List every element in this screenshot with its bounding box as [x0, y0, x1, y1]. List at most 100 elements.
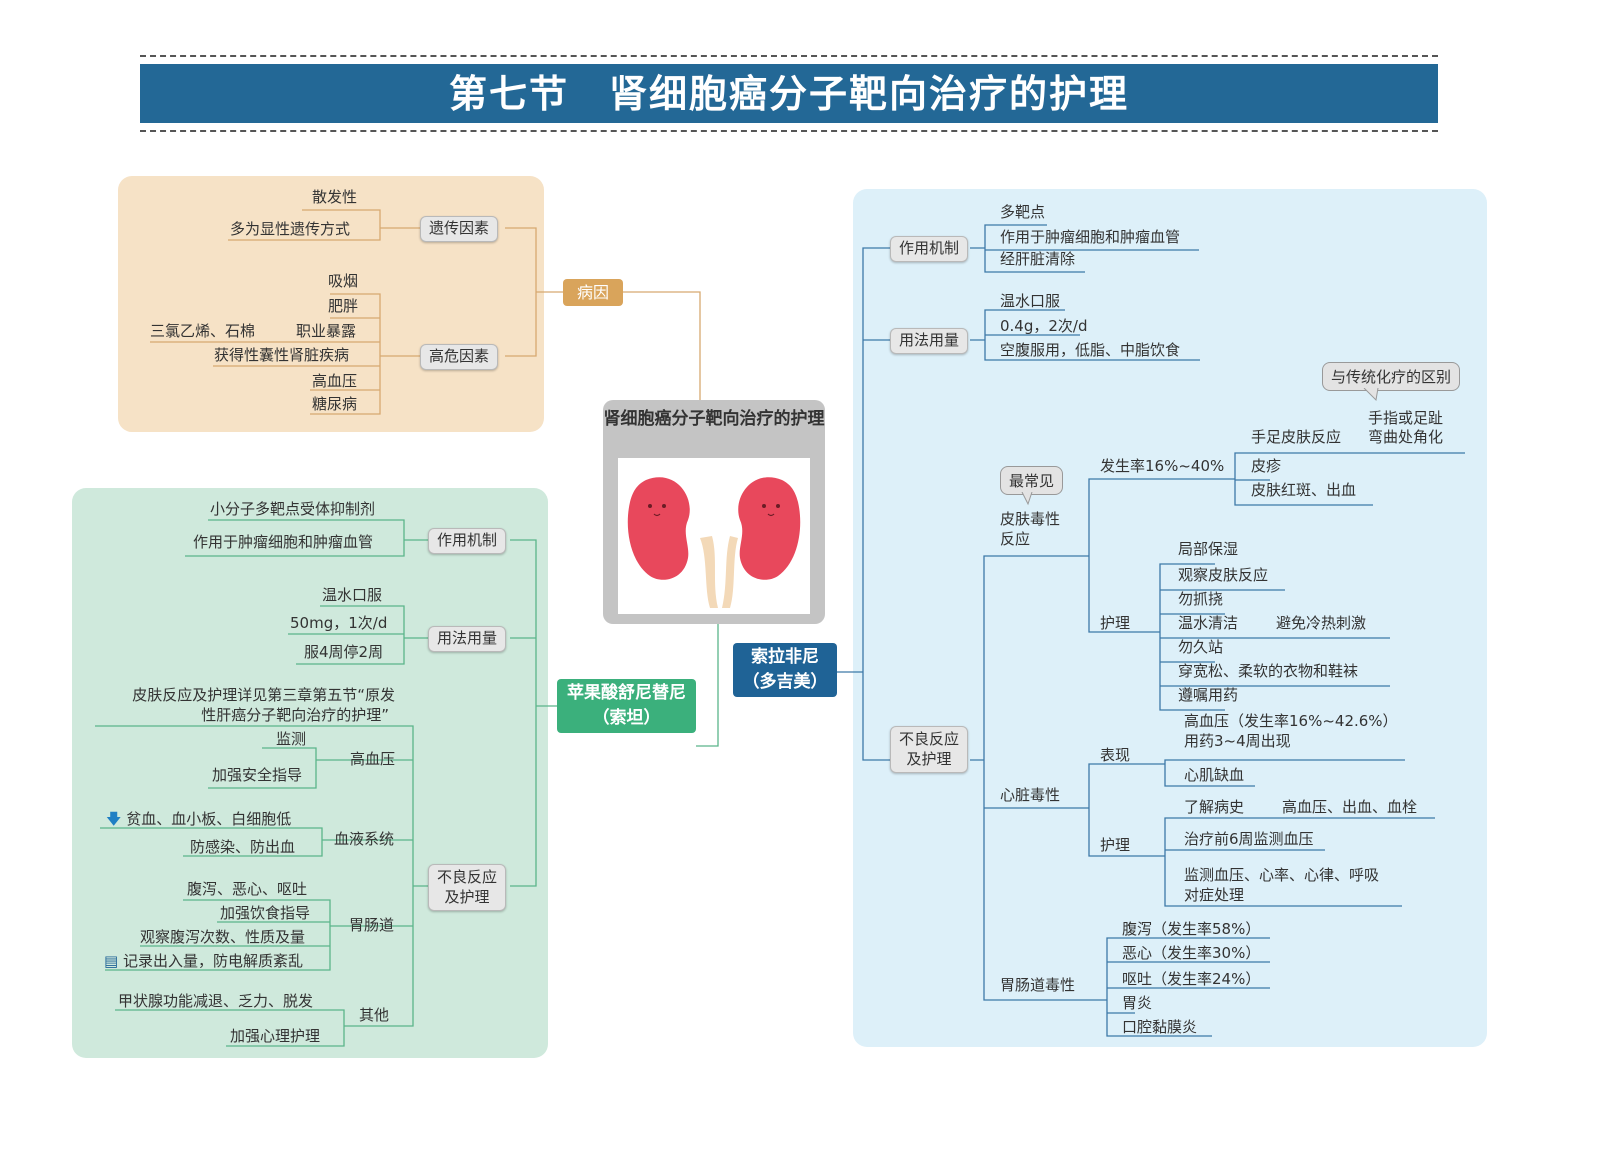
- genetic-item-1: 多为显性遗传方式: [230, 220, 351, 238]
- cardiac-manifest-item-2: 心肌缺血: [1184, 766, 1245, 784]
- sunitinib-mechanism-node: 作用机制: [428, 528, 507, 554]
- hand-foot-note-line-2: 弯曲处角化: [1368, 428, 1444, 446]
- sorafenib-mechanism-item-0: 多靶点: [1000, 203, 1046, 221]
- sorafenib-gi-item-3: 胃炎: [1122, 994, 1153, 1012]
- central-topic-label: 肾细胞癌分子靶向治疗的护理: [603, 409, 825, 429]
- sorafenib-mechanism-item-2: 经肝脏清除: [1000, 250, 1076, 268]
- sunitinib-gi-item-2: 观察腹泻次数、性质及量: [140, 928, 306, 946]
- sunitinib-blood-node: 血液系统: [334, 830, 395, 848]
- skin-care-item-4: 勿久站: [1178, 638, 1224, 656]
- genetic-factors-node: 遗传因素: [420, 216, 499, 242]
- sunitinib-gi-item-3-text: 记录出入量，防电解质紊乱: [122, 952, 303, 970]
- sunitinib-gi-node: 胃肠道: [349, 916, 395, 934]
- hypertension-item-1: 加强安全指导: [212, 766, 303, 784]
- skin-care-item-3: 温水清洁: [1178, 614, 1239, 632]
- top-dashed-rule: [140, 55, 1438, 57]
- cardiac-care-item-0: 了解病史: [1184, 798, 1245, 816]
- sunitinib-dosage-item-1: 50mg，1次/d: [290, 614, 388, 632]
- erythema-item: 皮肤红斑、出血: [1251, 481, 1357, 499]
- blood-item-0: 🡇 贫血、血小板、白细胞低: [106, 810, 291, 830]
- sunitinib-other-item-1: 加强心理护理: [230, 1027, 321, 1045]
- sorafenib-name: 索拉非尼: [751, 647, 819, 667]
- notepad-icon: ▤: [104, 952, 119, 970]
- cardiac-care-item-2: 监测血压、心率、心律、呼吸: [1184, 866, 1380, 884]
- risk-item-0: 吸烟: [328, 272, 359, 290]
- cardiac-care-item-3: 对症处理: [1184, 886, 1245, 904]
- risk-item-1: 肥胖: [328, 297, 359, 315]
- risk-item-6: 糖尿病: [312, 395, 358, 413]
- rash-item: 皮疹: [1251, 457, 1282, 475]
- sunitinib-adverse-label-1: 不良反应: [437, 868, 498, 886]
- skin-care-item-2: 勿抓挠: [1178, 590, 1224, 608]
- sunitinib-dosage-node: 用法用量: [428, 626, 507, 652]
- skin-care-item-1: 观察皮肤反应: [1178, 566, 1269, 584]
- skin-care-item-5: 穿宽松、柔软的衣物和鞋袜: [1178, 662, 1359, 680]
- sorafenib-gi-item-1: 恶心（发生率30%）: [1122, 944, 1261, 962]
- skin-incidence: 发生率16%~40%: [1100, 457, 1225, 475]
- sorafenib-adverse-label-1: 不良反应: [899, 730, 960, 748]
- hand-foot-reaction: 手足皮肤反应: [1251, 428, 1342, 446]
- skin-note-line-2: 性肝癌分子靶向治疗的护理”: [201, 706, 389, 724]
- callout-tail-most-common: [1021, 492, 1033, 506]
- sunitinib-gi-item-3: ▤ 记录出入量，防电解质紊乱: [104, 952, 303, 972]
- sorafenib-mechanism-item-1: 作用于肿瘤细胞和肿瘤血管: [1000, 228, 1181, 246]
- sunitinib-mechanism-item-0: 小分子多靶点受体抑制剂: [210, 500, 376, 518]
- sorafenib-adverse-node: 不良反应 及护理: [890, 726, 969, 773]
- sunitinib-adverse-node: 不良反应 及护理: [428, 864, 507, 911]
- cardiac-history-note: 高血压、出血、血栓: [1282, 798, 1418, 816]
- most-common-callout: 最常见: [1000, 466, 1064, 495]
- risk-item-4: 获得性囊性肾脏疾病: [214, 346, 350, 364]
- sorafenib-gi-item-0: 腹泻（发生率58%）: [1122, 920, 1261, 938]
- sunitinib-gi-item-1: 加强饮食指导: [220, 904, 311, 922]
- traditional-chemo-diff-callout: 与传统化疗的区别: [1322, 362, 1461, 391]
- blood-item-1: 防感染、防出血: [190, 838, 296, 856]
- skin-note-line-1: 皮肤反应及护理详见第三章第五节“原发: [132, 686, 395, 704]
- skin-care-warm-note: 避免冷热刺激: [1276, 614, 1367, 632]
- bottom-dashed-rule: [140, 130, 1438, 132]
- hand-foot-note-line-1: 手指或足趾: [1368, 409, 1444, 427]
- sunitinib-other-node: 其他: [359, 1006, 390, 1024]
- blood-item-0-text: 贫血、血小板、白细胞低: [126, 810, 292, 828]
- sorafenib-dosage-item-2: 空腹服用，低脂、中脂饮食: [1000, 341, 1181, 359]
- cardiac-manifest-item-0: 高血压（发生率16%~42.6%）: [1184, 712, 1398, 730]
- sorafenib-node: 索拉非尼 （多吉美）: [733, 643, 837, 697]
- cardiac-care-item-1: 治疗前6周监测血压: [1184, 830, 1314, 848]
- cardiac-care-label: 护理: [1100, 836, 1131, 854]
- skin-toxicity-label-2: 反应: [1000, 530, 1031, 548]
- sunitinib-name: 苹果酸舒尼替尼: [567, 683, 686, 703]
- sorafenib-gi-item-4: 口腔黏膜炎: [1122, 1018, 1198, 1036]
- sunitinib-dosage-item-0: 温水口服: [322, 586, 383, 604]
- skin-toxicity-label-1: 皮肤毒性: [1000, 510, 1061, 528]
- risk-item-5: 高血压: [312, 372, 358, 390]
- risk-item-3: 三氯乙烯、石棉: [150, 322, 256, 340]
- cause-node: 病因: [563, 279, 623, 306]
- sunitinib-panel: [72, 488, 548, 1058]
- sorafenib-mechanism-node: 作用机制: [890, 236, 969, 262]
- cardiac-manifest-item-1: 用药3~4周出现: [1184, 732, 1291, 750]
- risk-factors-node: 高危因素: [420, 344, 499, 370]
- sunitinib-other-item-0: 甲状腺功能减退、乏力、脱发: [118, 992, 314, 1010]
- skin-care-item-0: 局部保湿: [1178, 540, 1239, 558]
- sunitinib-hypertension-node: 高血压: [350, 750, 396, 768]
- cardiac-manifest-label: 表现: [1100, 746, 1131, 764]
- page-title: 第七节 肾细胞癌分子靶向治疗的护理: [140, 64, 1438, 123]
- sorafenib-dosage-node: 用法用量: [890, 328, 969, 354]
- sorafenib-gi-item-2: 呕吐（发生率24%）: [1122, 970, 1261, 988]
- sorafenib-dosage-item-0: 温水口服: [1000, 292, 1061, 310]
- skin-care-item-6: 遵嘱用药: [1178, 686, 1239, 704]
- arrow-down-icon: 🡇: [106, 810, 122, 828]
- hypertension-item-0: 监测: [276, 730, 307, 748]
- sunitinib-dosage-item-2: 服4周停2周: [304, 643, 384, 661]
- genetic-item-0: 散发性: [312, 188, 358, 206]
- central-topic: 肾细胞癌分子靶向治疗的护理: [603, 400, 825, 624]
- sorafenib-dosage-item-1: 0.4g，2次/d: [1000, 317, 1088, 335]
- callout-tail: [1363, 388, 1379, 402]
- sunitinib-mechanism-item-1: 作用于肿瘤细胞和肿瘤血管: [193, 533, 374, 551]
- sunitinib-adverse-label-2: 及护理: [444, 888, 490, 907]
- sunitinib-gi-item-0: 腹泻、恶心、呕吐: [187, 880, 308, 898]
- sunitinib-brand: （索坦）: [592, 708, 661, 728]
- risk-item-2: 职业暴露: [296, 322, 357, 340]
- sorafenib-brand: （多吉美）: [742, 672, 828, 692]
- sunitinib-node: 苹果酸舒尼替尼 （索坦）: [557, 679, 696, 733]
